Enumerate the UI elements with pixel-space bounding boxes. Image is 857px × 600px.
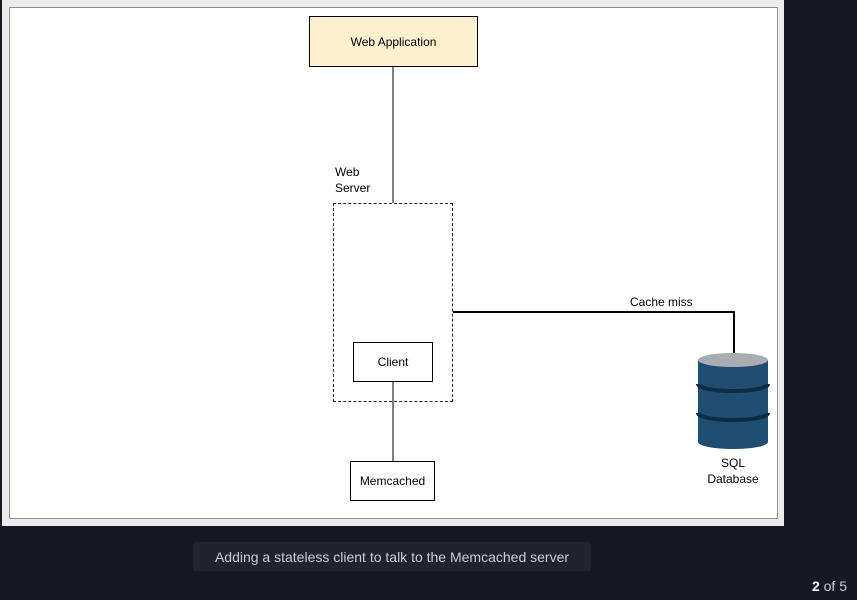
client-label: Client — [377, 355, 409, 369]
cache-miss-label: Cache miss — [630, 295, 693, 309]
web-server-group — [333, 203, 453, 402]
sql-database-label: SQL Database — [707, 456, 759, 486]
web-server-label: Web Server — [335, 165, 371, 195]
connector-layer — [392, 67, 770, 461]
pager-separator: of — [819, 578, 840, 594]
slide-pager: 2 of 5 — [812, 578, 847, 594]
memcached-node: Memcached — [350, 461, 435, 501]
pager-current: 2 — [811, 578, 820, 594]
web-application-node: Web Application — [309, 16, 478, 67]
memcached-label: Memcached — [359, 474, 426, 488]
slide-frame: Web Application Web Server Client Memcac… — [2, 0, 784, 526]
client-node: Client — [353, 342, 433, 382]
web-application-label: Web Application — [350, 34, 437, 49]
slide-caption: Adding a stateless client to talk to the… — [193, 542, 591, 571]
cache-miss-connector — [453, 311, 735, 354]
pager-total: 5 — [839, 578, 847, 594]
database-icon — [696, 353, 770, 449]
